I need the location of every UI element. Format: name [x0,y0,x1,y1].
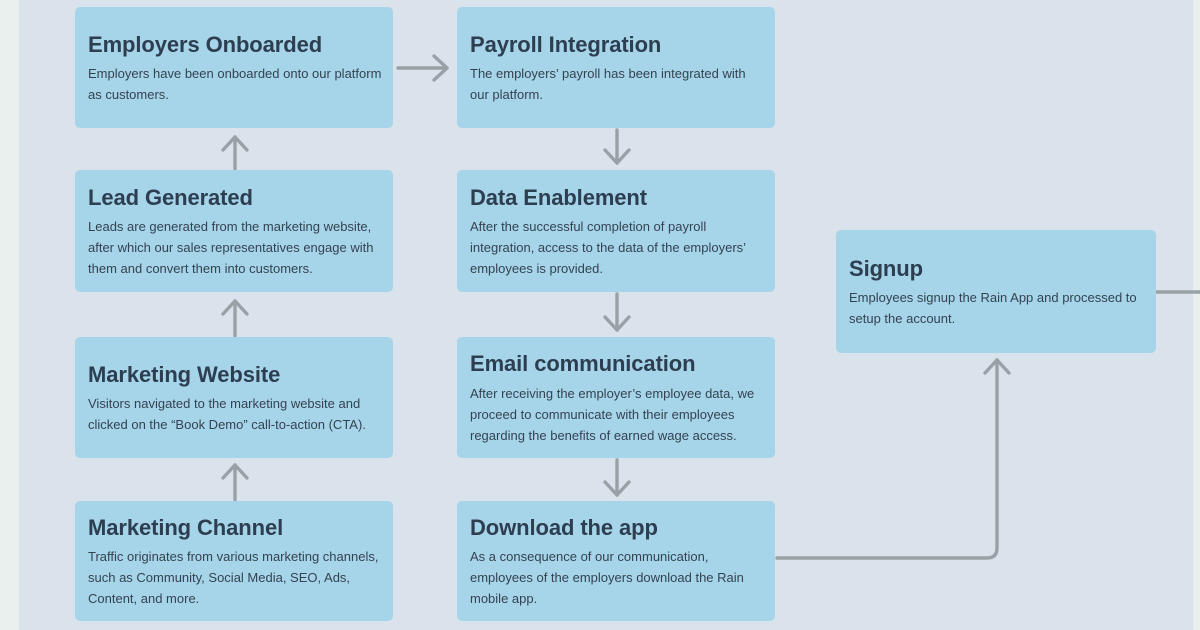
node-description: The employers’ payroll has been integrat… [470,66,746,103]
node-title: Marketing Channel [88,514,284,540]
node-marketing-channel[interactable]: Marketing Channel Traffic originates fro… [75,501,393,621]
arrow-download-the-app-to-signup [775,358,1011,560]
node-title: Payroll Integration [470,31,662,57]
node-payroll-integration[interactable]: Payroll Integration The employers’ payro… [457,7,775,128]
node-title: Employers Onboarded [88,31,323,57]
node-description: Traffic originates from various marketin… [88,549,379,607]
node-download-the-app[interactable]: Download the app As a consequence of our… [457,501,775,621]
node-description: Employees signup the Rain App and proces… [849,290,1137,327]
node-title: Email communication [470,351,696,377]
node-description: Visitors navigated to the marketing webs… [88,396,366,433]
node-title: Data Enablement [470,184,647,210]
node-description: After receiving the employer’s employee … [470,385,755,443]
node-data-enablement[interactable]: Data Enablement After the successful com… [457,170,775,292]
canvas-right-edge-strip [1193,0,1200,630]
node-employers-onboarded[interactable]: Employers Onboarded Employers have been … [75,7,393,128]
node-description: Employers have been onboarded onto our p… [88,66,382,103]
node-marketing-website[interactable]: Marketing Website Visitors navigated to … [75,337,393,458]
node-title: Marketing Website [88,361,281,387]
node-title: Download the app [470,514,658,540]
node-title: Lead Generated [88,184,253,210]
node-signup[interactable]: Signup Employees signup the Rain App and… [836,230,1156,353]
canvas-left-edge-strip [0,0,19,630]
node-lead-generated[interactable]: Lead Generated Leads are generated from … [75,170,393,292]
node-description: Leads are generated from the marketing w… [88,219,374,277]
node-title: Signup [849,255,923,281]
node-description: After the successful completion of payro… [470,219,746,277]
node-description: As a consequence of our communication, e… [470,549,744,607]
node-email-communication[interactable]: Email communication After receiving the … [457,337,775,458]
